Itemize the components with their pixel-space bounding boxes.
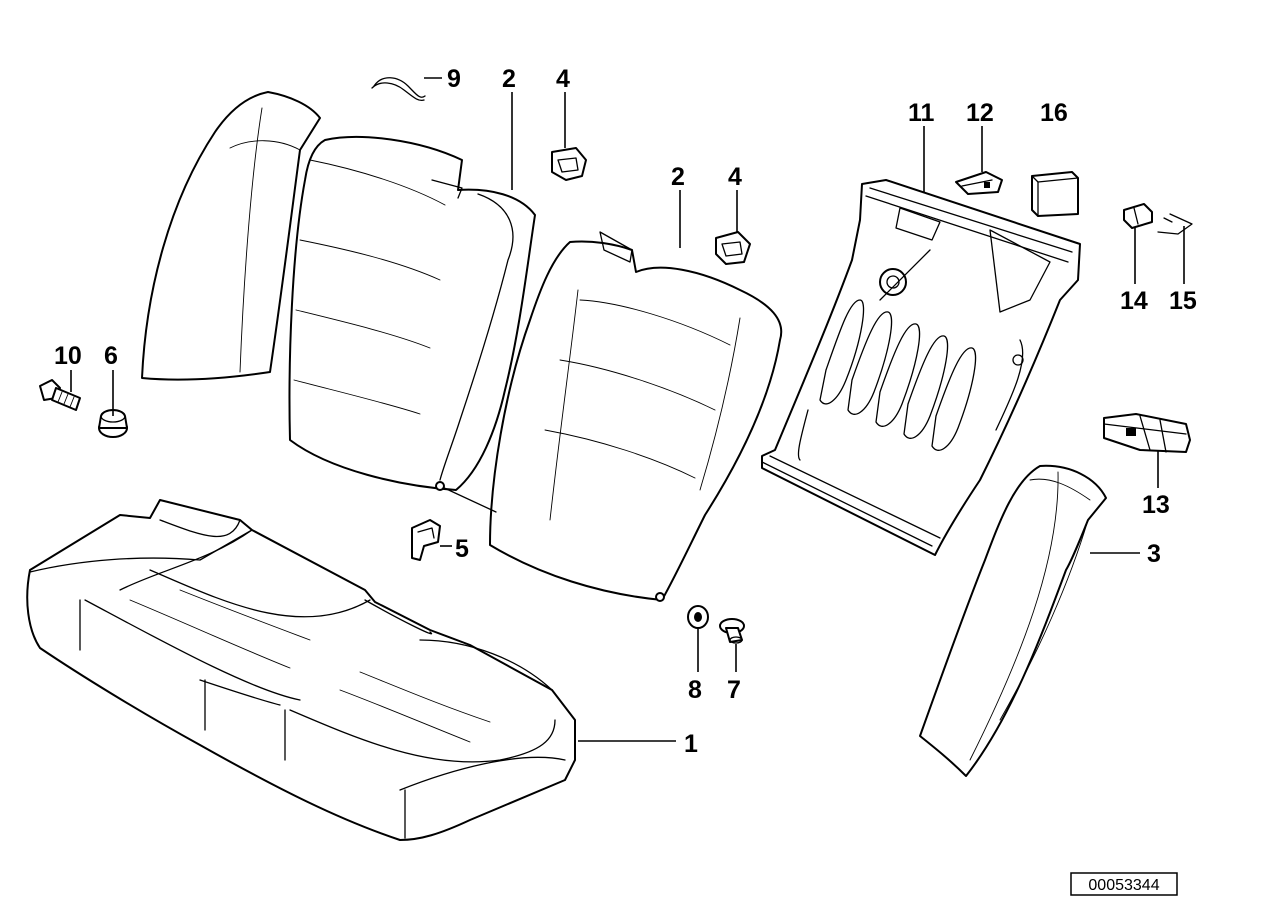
guide-rod — [435, 481, 497, 513]
clip-lower[interactable] — [715, 231, 751, 265]
side-bolster-left[interactable] — [141, 91, 321, 381]
bolt[interactable] — [39, 379, 81, 411]
backrest-center[interactable] — [489, 231, 783, 602]
callout-2-left: 2 — [502, 65, 516, 93]
pad[interactable] — [1031, 171, 1079, 217]
callout-13: 13 — [1142, 491, 1170, 519]
latch[interactable] — [955, 171, 1003, 195]
seat-cushion[interactable] — [26, 499, 576, 841]
reference-number-box: 00053344 — [1070, 872, 1178, 896]
callout-7: 7 — [727, 676, 741, 704]
callout-9: 9 — [447, 65, 461, 93]
washer[interactable] — [687, 605, 709, 629]
callout-11: 11 — [908, 99, 935, 127]
pin[interactable] — [719, 618, 745, 644]
callout-3: 3 — [1147, 540, 1161, 568]
callout-1: 1 — [684, 730, 698, 758]
leader-lines — [70, 77, 1185, 742]
wire-hook[interactable] — [371, 77, 426, 102]
bracket[interactable] — [411, 519, 441, 561]
backrest-frame[interactable] — [761, 179, 1081, 556]
callout-10: 10 — [54, 342, 82, 370]
callout-2-center: 2 — [671, 163, 685, 191]
bushing[interactable] — [98, 409, 128, 438]
callout-6: 6 — [104, 342, 118, 370]
side-bolster-right[interactable] — [919, 464, 1107, 777]
callout-12: 12 — [966, 99, 994, 127]
connector[interactable] — [1123, 203, 1153, 229]
callout-4-lower: 4 — [728, 163, 742, 191]
callout-5: 5 — [455, 535, 469, 563]
reference-number: 00053344 — [1088, 877, 1159, 894]
clip-upper[interactable] — [551, 147, 587, 181]
callout-16: 16 — [1040, 99, 1068, 127]
callout-4-upper: 4 — [556, 65, 570, 93]
callout-14: 14 — [1120, 287, 1148, 315]
callout-15: 15 — [1169, 287, 1197, 315]
callout-8: 8 — [688, 676, 702, 704]
spring-clip[interactable] — [1157, 213, 1193, 235]
lock-mechanism[interactable] — [1103, 413, 1191, 453]
backrest-left[interactable] — [288, 135, 536, 491]
